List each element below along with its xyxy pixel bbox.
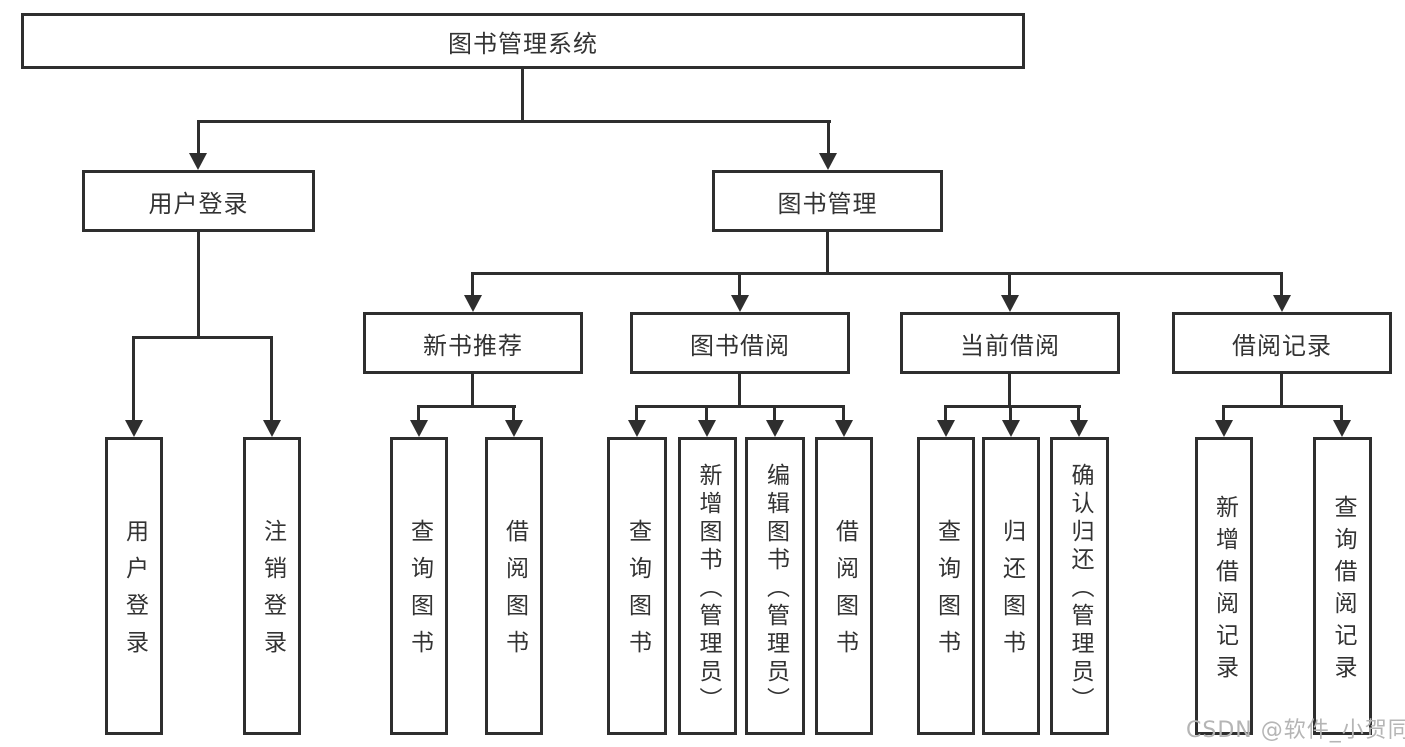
connector-bookmgmt-hline	[471, 272, 1283, 275]
arrow-down-icon	[464, 295, 482, 312]
connector-bookborrow-hline	[635, 405, 845, 408]
connector-level3-arrowline	[1280, 272, 1283, 298]
node-current-borrow: 当前借阅	[900, 312, 1120, 374]
connector-bookborrow-stem	[738, 374, 741, 405]
connector-leaf-arrowline	[1222, 405, 1225, 423]
connector-bookmgmt-arrowline	[827, 120, 830, 158]
connector-userlogin-arrowline	[197, 120, 200, 158]
node-leaf-borrow-book-2: 借阅图书	[815, 437, 873, 735]
node-root: 图书管理系统	[21, 13, 1025, 69]
connector-root-hline	[197, 120, 831, 123]
connector-level3-arrowline	[471, 272, 474, 298]
connector-leaf-arrowline	[132, 336, 135, 424]
arrow-down-icon	[1215, 420, 1233, 437]
node-new-book-recommend: 新书推荐	[363, 312, 583, 374]
arrow-down-icon	[505, 420, 523, 437]
node-leaf-add-borrow-record: 新增借阅记录	[1195, 437, 1253, 735]
arrow-down-icon	[1001, 295, 1019, 312]
node-leaf-return-book: 归还图书	[982, 437, 1040, 735]
connector-leaf-arrowline	[1009, 405, 1012, 423]
arrow-down-icon	[1333, 420, 1351, 437]
node-leaf-confirm-return-admin: 确认归还（管理员）	[1050, 437, 1109, 735]
connector-userlogin-hline	[132, 336, 273, 339]
csdn-watermark: CSDN @软件_小贺同学	[1186, 718, 1405, 743]
connector-currentborrow-stem	[1008, 374, 1011, 405]
node-user-login: 用户登录	[82, 170, 315, 232]
arrow-down-icon	[1070, 420, 1088, 437]
connector-currentborrow-hline	[944, 405, 1081, 408]
connector-leaf-arrowline	[635, 405, 638, 423]
connector-borrowrecord-hline	[1222, 405, 1343, 408]
connector-leaf-arrowline	[842, 405, 845, 423]
arrow-down-icon	[263, 420, 281, 437]
arrow-down-icon	[731, 295, 749, 312]
connector-newbook-hline	[417, 405, 516, 408]
connector-borrowrecord-stem	[1280, 374, 1283, 405]
connector-leaf-arrowline	[417, 405, 420, 423]
node-book-borrow: 图书借阅	[630, 312, 850, 374]
arrow-down-icon	[628, 420, 646, 437]
connector-leaf-arrowline	[512, 405, 515, 423]
connector-leaf-arrowline	[773, 405, 776, 423]
arrow-down-icon	[698, 420, 716, 437]
connector-level3-arrowline	[738, 272, 741, 298]
arrow-down-icon	[1002, 420, 1020, 437]
connector-leaf-arrowline	[1077, 405, 1080, 423]
connector-leaf-arrowline	[270, 336, 273, 424]
connector-root-stem	[521, 69, 524, 120]
connector-userlogin-stem	[197, 232, 200, 336]
arrow-down-icon	[125, 420, 143, 437]
node-leaf-user-login: 用户登录	[105, 437, 163, 735]
arrow-down-icon	[766, 420, 784, 437]
node-leaf-query-book-2: 查询图书	[607, 437, 667, 735]
connector-newbook-stem	[471, 374, 474, 405]
node-borrow-record: 借阅记录	[1172, 312, 1392, 374]
arrow-down-icon	[189, 153, 207, 170]
connector-leaf-arrowline	[705, 405, 708, 423]
connector-leaf-arrowline	[1340, 405, 1343, 423]
arrow-down-icon	[1273, 295, 1291, 312]
arrow-down-icon	[410, 420, 428, 437]
arrow-down-icon	[835, 420, 853, 437]
arrow-down-icon	[819, 153, 837, 170]
node-book-management: 图书管理	[712, 170, 943, 232]
node-leaf-logout: 注销登录	[243, 437, 301, 735]
connector-bookmgmt-stem	[826, 232, 829, 272]
node-leaf-query-book-1: 查询图书	[390, 437, 448, 735]
node-leaf-borrow-book-1: 借阅图书	[485, 437, 543, 735]
node-leaf-query-borrow-record: 查询借阅记录	[1313, 437, 1372, 735]
node-leaf-add-book-admin: 新增图书（管理员）	[678, 437, 737, 735]
node-leaf-query-book-3: 查询图书	[917, 437, 975, 735]
arrow-down-icon	[937, 420, 955, 437]
node-leaf-edit-book-admin: 编辑图书（管理员）	[745, 437, 805, 735]
connector-level3-arrowline	[1008, 272, 1011, 298]
connector-leaf-arrowline	[944, 405, 947, 423]
